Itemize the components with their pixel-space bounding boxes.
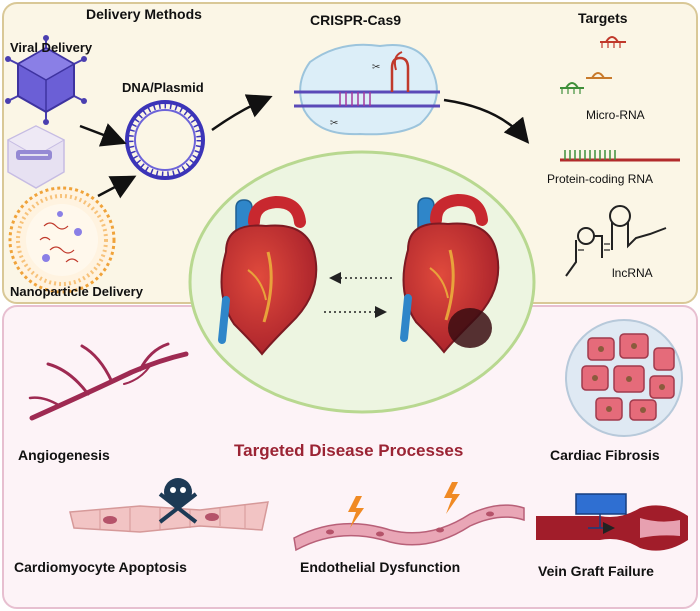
virus-icon: [5, 35, 87, 125]
viral-delivery-label: Viral Delivery: [10, 40, 93, 55]
arrow-nano-to-plasmid: [97, 175, 137, 199]
vein-graft-failure-icon: [536, 493, 688, 551]
infarcted-heart-icon: [400, 193, 500, 354]
lncrna-icon: [565, 205, 667, 277]
lightning-icon: [348, 496, 364, 528]
delivery-methods-title: Delivery Methods: [86, 6, 202, 22]
crispr-complex-icon: ✂ ✂: [294, 43, 440, 136]
cardiac-fibrosis-label: Cardiac Fibrosis: [550, 447, 660, 463]
skull-crossbones-icon: [158, 478, 198, 524]
svg-text:✂: ✂: [330, 118, 338, 129]
endothelial-dysfunction-icon: [293, 482, 525, 552]
protein-coding-rna-label: Protein-coding RNA: [547, 172, 654, 186]
arrow-plasmid-to-crispr: [211, 94, 273, 132]
lncrna-label: lncRNA: [612, 266, 653, 280]
healthy-heart-icon: [218, 195, 318, 356]
endothelial-dysfunction-label: Endothelial Dysfunction: [300, 559, 461, 575]
capsid-icon: [6, 125, 66, 189]
lightning-icon: [444, 482, 460, 514]
cardiac-fibrosis-icon: [565, 319, 683, 437]
micro-rna-label: Micro-RNA: [586, 108, 645, 122]
targeted-disease-processes-title: Targeted Disease Processes: [234, 441, 464, 460]
cardiomyocyte-apoptosis-icon: [69, 478, 269, 533]
arrow-viral-to-plasmid: [79, 123, 127, 147]
nanoparticle-icon: [8, 186, 116, 294]
protein-coding-rna-icon: [560, 150, 680, 162]
svg-text:✂: ✂: [372, 62, 380, 73]
micro-rna-icon: [560, 36, 626, 94]
angiogenesis-label: Angiogenesis: [18, 447, 110, 463]
arrow-crispr-to-targets: [443, 98, 530, 144]
vein-graft-failure-label: Vein Graft Failure: [538, 563, 654, 579]
dna-plasmid-label: DNA/Plasmid: [122, 80, 204, 95]
plasmid-icon: [125, 100, 205, 180]
cardiomyocyte-apoptosis-label: Cardiomyocyte Apoptosis: [14, 559, 187, 575]
targets-title: Targets: [578, 10, 628, 26]
nanoparticle-delivery-label: Nanoparticle Delivery: [10, 284, 143, 299]
crispr-cas9-title: CRISPR-Cas9: [310, 12, 402, 28]
angiogenesis-icon: [28, 342, 189, 421]
